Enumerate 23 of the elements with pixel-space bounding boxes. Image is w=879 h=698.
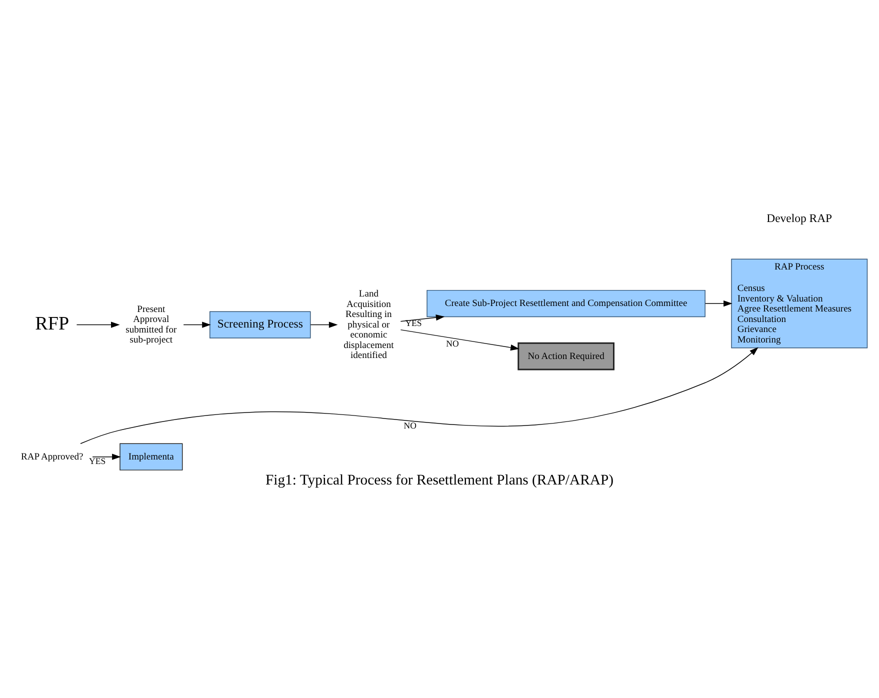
edge-label: YES [405,318,422,328]
edge-label: YES [89,456,106,466]
node-box: RAP Process Census Inventory & Valuation Agree Resettlement Measures Consultation Grievance Monitoring [731,258,868,348]
arrow [80,347,758,444]
arrow [76,322,120,328]
node-text: Land Acquisition Resulting in physical or economic displacement identified [344,289,394,362]
diagram-title: Fig1: Typical Process for Resettlement Plans (RAP/ARAP) [266,472,614,489]
node-box: Implementa [120,443,183,470]
edge-label: NO [404,420,416,431]
node-text: Present Approval submitted for sub-project [126,304,177,346]
node-box: Create Sub-Project Resettlement and Compensation Committee [426,290,706,318]
node-box: Screening Process [210,311,311,338]
arrow [400,329,520,351]
arrow [183,322,211,328]
node-box: No Action Required [518,342,614,370]
node-text: RFP [35,313,70,334]
arrow [310,322,338,328]
arrow [92,454,121,460]
label: Develop RAP [766,212,832,225]
edge-label: NO [446,338,459,348]
arrow [704,300,732,307]
arrow [400,314,445,322]
node-text: RAP Approved? [20,452,84,462]
